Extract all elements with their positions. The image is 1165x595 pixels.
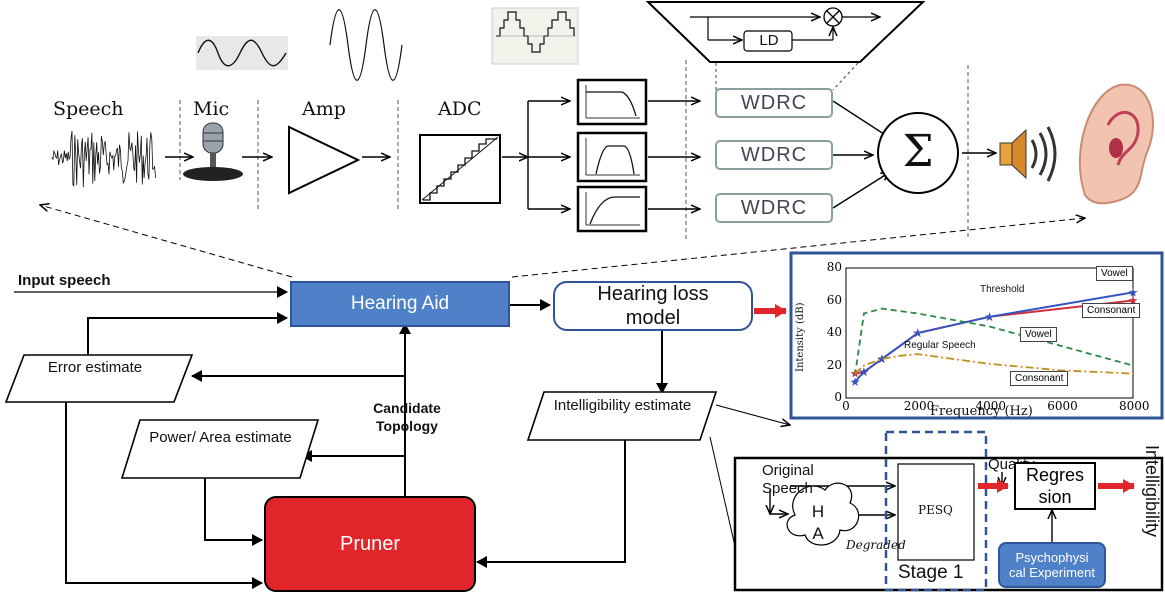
speaker-icon: [999, 126, 1057, 182]
wdrc-detail-trapezoid: [645, 1, 926, 63]
dashed-pointer-left: [40, 205, 293, 278]
power-area-shape: [120, 419, 320, 479]
mic-label: Mic: [193, 98, 230, 120]
chart-xtick: 2000: [903, 399, 935, 413]
error-estimate-shape: [4, 354, 194, 403]
regular-speech-annotation: Regular Speech: [904, 340, 976, 351]
original-speech-label: Original Speech: [762, 462, 814, 497]
candidate-topology-label: Candidate Topology: [373, 400, 441, 434]
chart-point-1-1: ★: [859, 365, 870, 379]
bandpass-filter: [576, 131, 648, 183]
wdrc-box-3: WDRC: [715, 193, 833, 223]
lowpass-filter: [576, 78, 648, 126]
input-speech-label: Input speech: [18, 272, 111, 289]
adc-box: [419, 134, 501, 204]
summation-node: [877, 112, 959, 194]
intelligibility-shape: [526, 391, 718, 441]
error-estimate-label: Error estimate: [47, 359, 143, 376]
consonant-legend-1: Consonant: [1082, 303, 1141, 318]
microphone-icon: [183, 122, 243, 181]
chart-xtick: 8000: [1119, 399, 1150, 413]
chart-ylabel: Intensity (dB): [795, 302, 806, 373]
chart-point-1-3: ★: [912, 326, 923, 340]
stage-1-label: Stage 1: [898, 562, 964, 583]
adc-label: ADC: [438, 98, 482, 120]
chart-axes: [845, 267, 1134, 399]
pruner-box: Pruner: [264, 496, 476, 592]
chart-xlabel: Frequency (Hz): [930, 404, 1033, 419]
psychophysical-experiment-box: Psychophysi cal Experiment: [998, 542, 1106, 588]
dashed-pointer-right: [511, 218, 1085, 278]
chart-plot: ★★★★★★★★★★★★: [845, 267, 1139, 399]
ld-label: LD: [759, 32, 779, 49]
regression-box: Regres sion: [1014, 462, 1096, 510]
stage-1-dashed-box: [884, 430, 988, 592]
amp-label: Amp: [302, 98, 346, 120]
degraded-label: Degraded: [846, 538, 906, 552]
chart-point-1-0: ★: [850, 375, 861, 389]
consonant-legend-2: Consonant: [1010, 371, 1069, 386]
chart-point-1-5: ★: [1128, 285, 1139, 299]
threshold-annotation: Threshold: [980, 284, 1025, 295]
pipeline-arrows: [165, 101, 996, 209]
chart-series-line-2: [854, 307, 1134, 376]
wdrc-box-2: WDRC: [715, 140, 833, 170]
hearing-loss-model-box: Hearing loss model: [553, 281, 753, 331]
ha-cloud: [786, 482, 860, 546]
chart-point-0-5: ★: [1128, 294, 1139, 308]
band-splitter: [527, 101, 570, 209]
chart-xtick: 4000: [975, 399, 1007, 413]
wdrc-box-1: WDRC: [715, 88, 833, 118]
chart-series-line-3: [854, 353, 1134, 375]
chart-ytick: 60: [826, 292, 842, 307]
chart-point-1-2: ★: [876, 352, 887, 366]
chart-ytick: 80: [826, 260, 842, 274]
speech-waveform: [51, 130, 156, 188]
vowel-legend-2: Vowel: [1020, 327, 1057, 342]
chart-ytick: 20: [826, 357, 842, 372]
pesq-label: PESQ: [918, 503, 953, 517]
intelligibility-estimate-label: Intelligibility estimate: [553, 397, 692, 414]
summation-symbol: Σ: [902, 126, 934, 177]
chart-xtick: 6000: [1047, 399, 1078, 413]
quantized-wave-thumbnail: [491, 7, 579, 65]
ha-label: H A: [811, 502, 825, 543]
amplifier-triangle: [288, 125, 361, 195]
sine-wave-thumbnail: [196, 36, 288, 70]
flow-connectors: [14, 286, 668, 589]
power-area-estimate-label: Power/ Area estimate: [149, 429, 292, 446]
zoom-lines: [715, 62, 859, 91]
hearing-aid-box: Hearing Aid: [290, 281, 510, 327]
highpass-filter: [576, 185, 648, 233]
chart-ytick: 40: [826, 325, 842, 339]
chart-xtick: 0: [842, 399, 850, 413]
amplified-wave-thumbnail: [329, 9, 403, 81]
ear-icon: [1078, 83, 1154, 205]
chart-ytick: 0: [834, 390, 842, 404]
pointer-to-pesq-panel: [715, 404, 790, 425]
vowel-legend-1: Vowel: [1096, 266, 1133, 281]
chart-point-1-4: ★: [984, 310, 995, 324]
intelligibility-output-label: Intelligibility: [1142, 445, 1162, 538]
chart-series-line-1: [854, 291, 1134, 383]
speech-label: Speech: [53, 98, 124, 120]
pesq-block: [897, 463, 975, 561]
